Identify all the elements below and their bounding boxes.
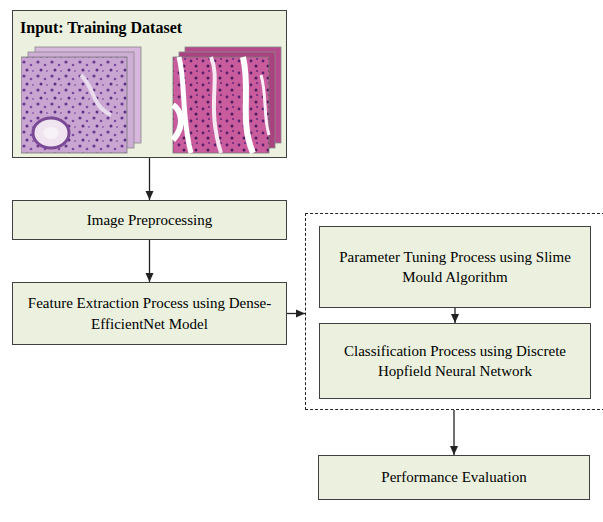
arrow-connector [149,158,150,200]
process-box: Performance Evaluation [318,455,590,500]
arrow-connector [454,308,455,323]
input-box: Input: Training Dataset [12,10,287,158]
arrow-connector [287,313,305,314]
box-heading: Input: Training Dataset [20,17,182,39]
box-label: Performance Evaluation [381,467,526,487]
process-box: Image Preprocessing [12,200,287,240]
arrow-connector [453,410,454,455]
box-label: Parameter Tuning Process using Slime Mou… [330,247,580,288]
histology-images [21,45,283,157]
process-box: Parameter Tuning Process using Slime Mou… [319,226,591,308]
box-label: Classification Process using Discrete Ho… [330,341,580,382]
process-box: Feature Extraction Process using Dense-E… [12,282,287,345]
dashed-group: Parameter Tuning Process using Slime Mou… [305,213,603,410]
box-label: Feature Extraction Process using Dense-E… [25,293,275,334]
box-label: Image Preprocessing [87,210,212,230]
arrow-connector [149,240,150,282]
process-box: Classification Process using Discrete Ho… [319,323,591,399]
